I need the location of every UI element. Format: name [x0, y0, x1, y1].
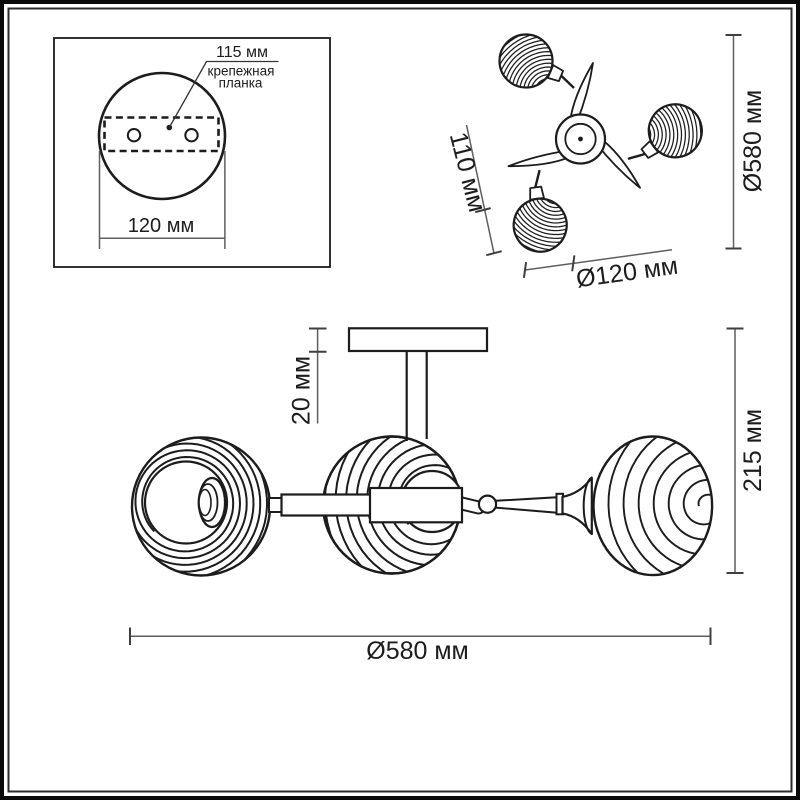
fixture-height-label: 215 мм — [739, 409, 767, 492]
ceiling-cup-circle — [97, 71, 227, 201]
socket-mid — [197, 483, 219, 522]
central-box — [368, 486, 464, 524]
side-view-diagram: 20 мм 215 мм Ø580 мм — [129, 327, 767, 665]
fixture-width-label: Ø580 мм — [366, 637, 468, 665]
ceiling-canopy — [347, 327, 489, 353]
left-arm-stub — [268, 497, 283, 513]
panel-box — [53, 37, 331, 268]
leader-line — [168, 60, 279, 128]
canopy-height-label: 20 мм — [288, 356, 316, 425]
socket-inner — [198, 488, 212, 517]
mounting-hole-right — [184, 128, 199, 143]
shade-diameter-label: Ø120 мм — [574, 252, 679, 294]
plate-width-label: 120 мм — [128, 215, 194, 237]
right-shade-rim — [582, 476, 593, 535]
hole-distance-label: 115 мм — [216, 44, 268, 61]
right-cone — [561, 476, 593, 536]
mounting-hole-left — [126, 128, 142, 143]
bracket-label-line1: крепежная — [208, 64, 275, 79]
mounting-plate-dashed — [103, 116, 220, 153]
top-view-diagram: Ø580 мм 110 мм Ø120 мм — [444, 29, 767, 294]
mounting-plate-diagram: 115 мм крепежная планка 120 мм — [53, 37, 331, 268]
hub-inner-circle — [564, 122, 597, 156]
bracket-label-line2: планка — [219, 76, 263, 91]
left-arm-bar — [280, 493, 373, 517]
right-rod — [494, 496, 559, 514]
topview-diameter-label: Ø580 мм — [739, 90, 767, 192]
hub-center-dot — [578, 136, 583, 142]
right-joint-ring — [477, 494, 498, 514]
arm-length-label: 110 мм — [444, 129, 491, 215]
right-shade — [592, 435, 714, 577]
